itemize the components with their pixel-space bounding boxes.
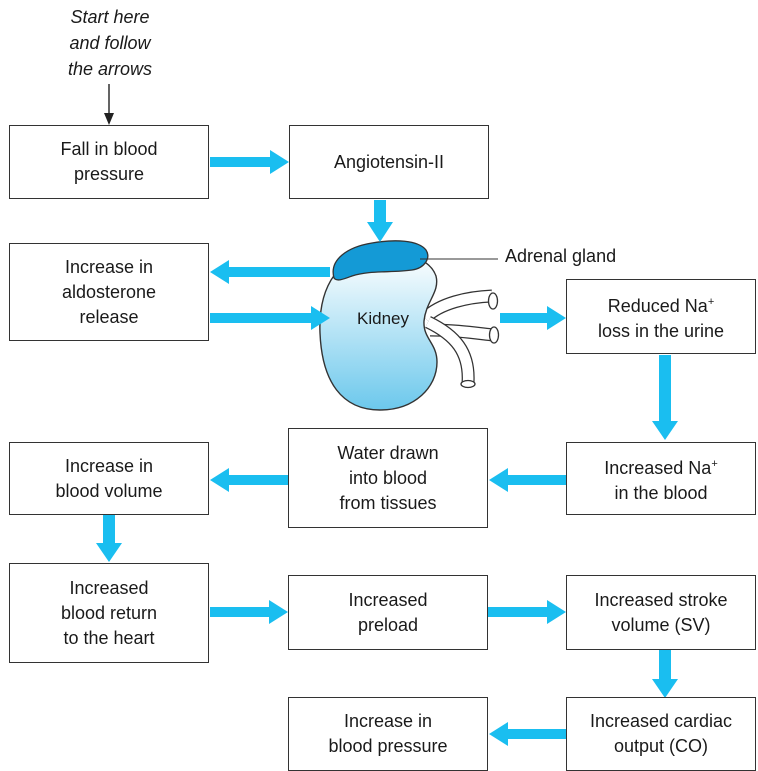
adrenal-gland-label: Adrenal gland xyxy=(505,246,617,266)
box-blood-return: Increased blood return to the heart xyxy=(9,563,209,663)
arrow-return-to-preload xyxy=(210,600,288,624)
reduced-na-line2: loss in the urine xyxy=(597,320,725,341)
box-stroke-volume: Increased stroke volume (SV) xyxy=(566,575,756,650)
start-pointer-arrow xyxy=(104,84,114,125)
box-cardiac-output: Increased cardiac output (CO) xyxy=(566,697,756,771)
kidney-label: Kidney xyxy=(357,309,409,328)
box-water-drawn-text: Water drawn into blood from tissues xyxy=(337,442,439,513)
adrenal-gland-icon xyxy=(332,240,429,281)
arrow-increased-na-to-water xyxy=(489,468,566,492)
box-preload-text: Increased preload xyxy=(348,589,428,635)
box-increase-blood-pressure: Increase in blood pressure xyxy=(288,697,488,771)
box-blood-volume-text: Increase in blood volume xyxy=(55,455,163,501)
arrow-sv-to-co xyxy=(652,650,678,698)
increased-na-sup: + xyxy=(711,457,718,470)
arrow-kidney-to-reduced-na xyxy=(500,306,566,330)
arrow-kidney-to-aldosterone xyxy=(210,260,330,284)
reduced-na-line1: Reduced Na xyxy=(607,295,708,316)
box-reduced-na: Reduced Na+ loss in the urine xyxy=(566,279,756,354)
arrow-water-to-blood-volume xyxy=(210,468,288,492)
box-angiotensin-text: Angiotensin-II xyxy=(333,151,445,172)
reduced-na-sup: + xyxy=(707,295,715,308)
box-reduced-na-text: Reduced Na+ loss in the urine xyxy=(598,290,724,344)
box-blood-return-text: Increased blood return to the heart xyxy=(60,577,158,648)
arrow-preload-to-sv xyxy=(488,600,566,624)
increased-na-line2: in the blood xyxy=(614,482,708,503)
box-increased-na-text: Increased Na+ in the blood xyxy=(604,452,718,506)
box-increased-na: Increased Na+ in the blood xyxy=(566,442,756,515)
box-blood-volume: Increase in blood volume xyxy=(9,442,209,515)
box-fall-blood-pressure-text: Fall in blood pressure xyxy=(60,139,158,184)
kidney-icon xyxy=(319,240,500,411)
box-angiotensin: Angiotensin-II xyxy=(289,125,489,199)
box-stroke-volume-text: Increased stroke volume (SV) xyxy=(594,589,728,635)
arrow-co-to-bp xyxy=(489,722,566,746)
box-aldosterone-text: Increase in aldosterone release xyxy=(61,256,157,327)
arrow-angiotensin-to-kidney xyxy=(367,200,393,242)
arrow-fall-to-angiotensin xyxy=(210,150,289,174)
flow-arrows xyxy=(96,150,678,746)
arrow-aldosterone-to-kidney xyxy=(210,306,330,330)
arrow-reduced-to-increased-na xyxy=(652,355,678,440)
start-note: Start here and follow the arrows xyxy=(67,7,153,79)
box-preload: Increased preload xyxy=(288,575,488,650)
box-cardiac-output-text: Increased cardiac output (CO) xyxy=(589,711,733,756)
box-water-drawn: Water drawn into blood from tissues xyxy=(288,428,488,528)
increased-na-line1: Increased Na xyxy=(604,457,712,478)
box-fall-blood-pressure: Fall in blood pressure xyxy=(9,125,209,199)
box-aldosterone: Increase in aldosterone release xyxy=(9,243,209,341)
arrow-volume-to-return xyxy=(96,515,122,562)
box-increase-blood-pressure-text: Increase in blood pressure xyxy=(328,711,448,756)
